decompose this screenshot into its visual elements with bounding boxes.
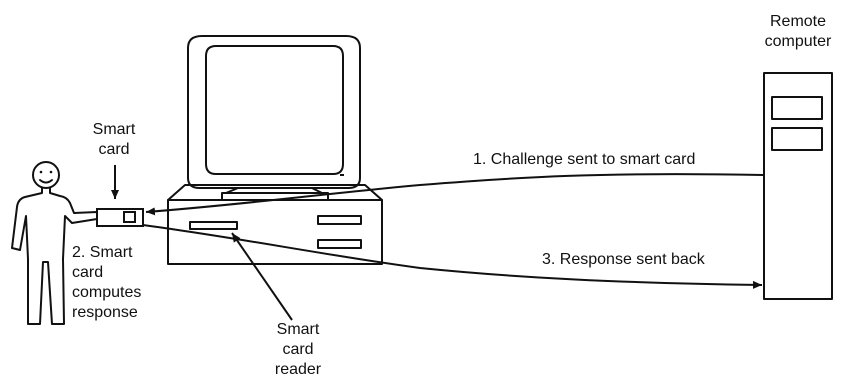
monitor-screen	[205, 45, 344, 175]
reader-pointer-arrow	[231, 232, 293, 321]
reader-label-line2: card	[282, 341, 314, 358]
remote-computer-label: Remote computer	[764, 12, 832, 52]
remote-computer-label-line2: computer	[764, 33, 832, 50]
person-eye-right	[49, 170, 53, 174]
remote-computer-label-line1: Remote	[769, 13, 827, 30]
computes-label-line2: card	[72, 264, 104, 281]
smart-card-label-line1: Smart	[92, 121, 136, 138]
drive-bay-2	[317, 239, 362, 249]
reader-label-line1: Smart	[276, 321, 320, 338]
person-figure	[11, 161, 98, 325]
person-body	[11, 187, 98, 325]
smart-card-reader-slot	[189, 221, 238, 230]
base-unit-front	[167, 199, 383, 265]
tower-bay-2	[771, 127, 823, 151]
challenge-label: 1. Challenge sent to smart card	[473, 151, 696, 168]
computes-label-line4: response	[72, 304, 138, 321]
remote-computer-tower	[763, 72, 833, 300]
smart-card-label-line2: card	[98, 141, 130, 158]
smart-card-label: Smart card	[84, 120, 144, 160]
challenge-path-arrow	[145, 173, 765, 216]
tower-bay-1	[771, 96, 823, 120]
reader-label-line3: reader	[274, 361, 322, 378]
smart-card-chip	[123, 211, 136, 223]
smart-card-reader-label: Smart card reader	[268, 320, 328, 380]
drive-bay-1	[317, 215, 362, 225]
computes-response-label: 2. Smart card computes response	[72, 243, 141, 323]
smart-card	[96, 208, 144, 227]
computes-label-line1: 2. Smart	[72, 244, 133, 261]
person-mouth	[39, 179, 53, 184]
monitor	[187, 35, 361, 201]
person-eye-left	[39, 170, 43, 174]
response-label: 3. Response sent back	[542, 251, 705, 268]
computes-label-line3: computes	[72, 284, 142, 301]
tower-case	[763, 72, 833, 300]
computer-base-unit	[167, 184, 383, 265]
monitor-case	[187, 35, 361, 189]
person-head	[32, 161, 60, 189]
smart-card-body	[96, 208, 144, 227]
